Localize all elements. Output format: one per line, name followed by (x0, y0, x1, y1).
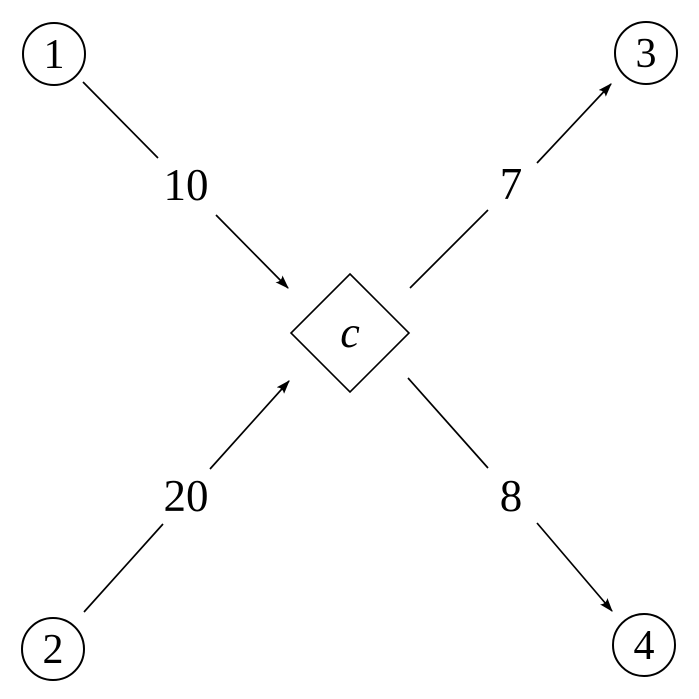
edge-2-to-c-segment (83, 523, 164, 613)
edge-1-to-c-label: 10 (164, 160, 209, 210)
edge-c-to-3: 7 (409, 83, 612, 289)
node-1: 1 (22, 22, 86, 86)
edge-c-to-3-segment (409, 209, 489, 289)
node-4-circle (612, 613, 676, 677)
edge-c-to-4: 8 (407, 377, 613, 612)
node-2-circle (21, 617, 85, 681)
edge-2-to-c-label: 20 (164, 471, 209, 521)
node-3-label: 3 (636, 31, 657, 77)
node-2: 2 (21, 617, 85, 681)
edge-2-to-c-arrow (209, 380, 290, 470)
node-1-circle (22, 22, 86, 86)
edge-1-to-c-segment (82, 81, 159, 159)
edge-c-to-4-segment (407, 377, 489, 469)
node-c-label: c (340, 308, 360, 357)
node-4: 4 (612, 613, 676, 677)
edge-1-to-c: 10 (82, 81, 289, 289)
node-2-label: 2 (43, 627, 64, 673)
edge-2-to-c: 20 (83, 380, 290, 613)
node-1-label: 1 (44, 32, 65, 78)
node-3: 3 (614, 21, 678, 85)
node-3-circle (614, 21, 678, 85)
edge-c-to-3-label: 7 (500, 159, 523, 209)
edge-c-to-4-arrow (536, 522, 613, 612)
edge-1-to-c-arrow (215, 214, 289, 289)
node-c-diamond (289, 272, 411, 394)
node-c: c (289, 272, 411, 394)
node-4-label: 4 (634, 623, 655, 669)
edge-c-to-3-arrow (536, 83, 612, 164)
edge-c-to-4-label: 8 (500, 471, 523, 521)
